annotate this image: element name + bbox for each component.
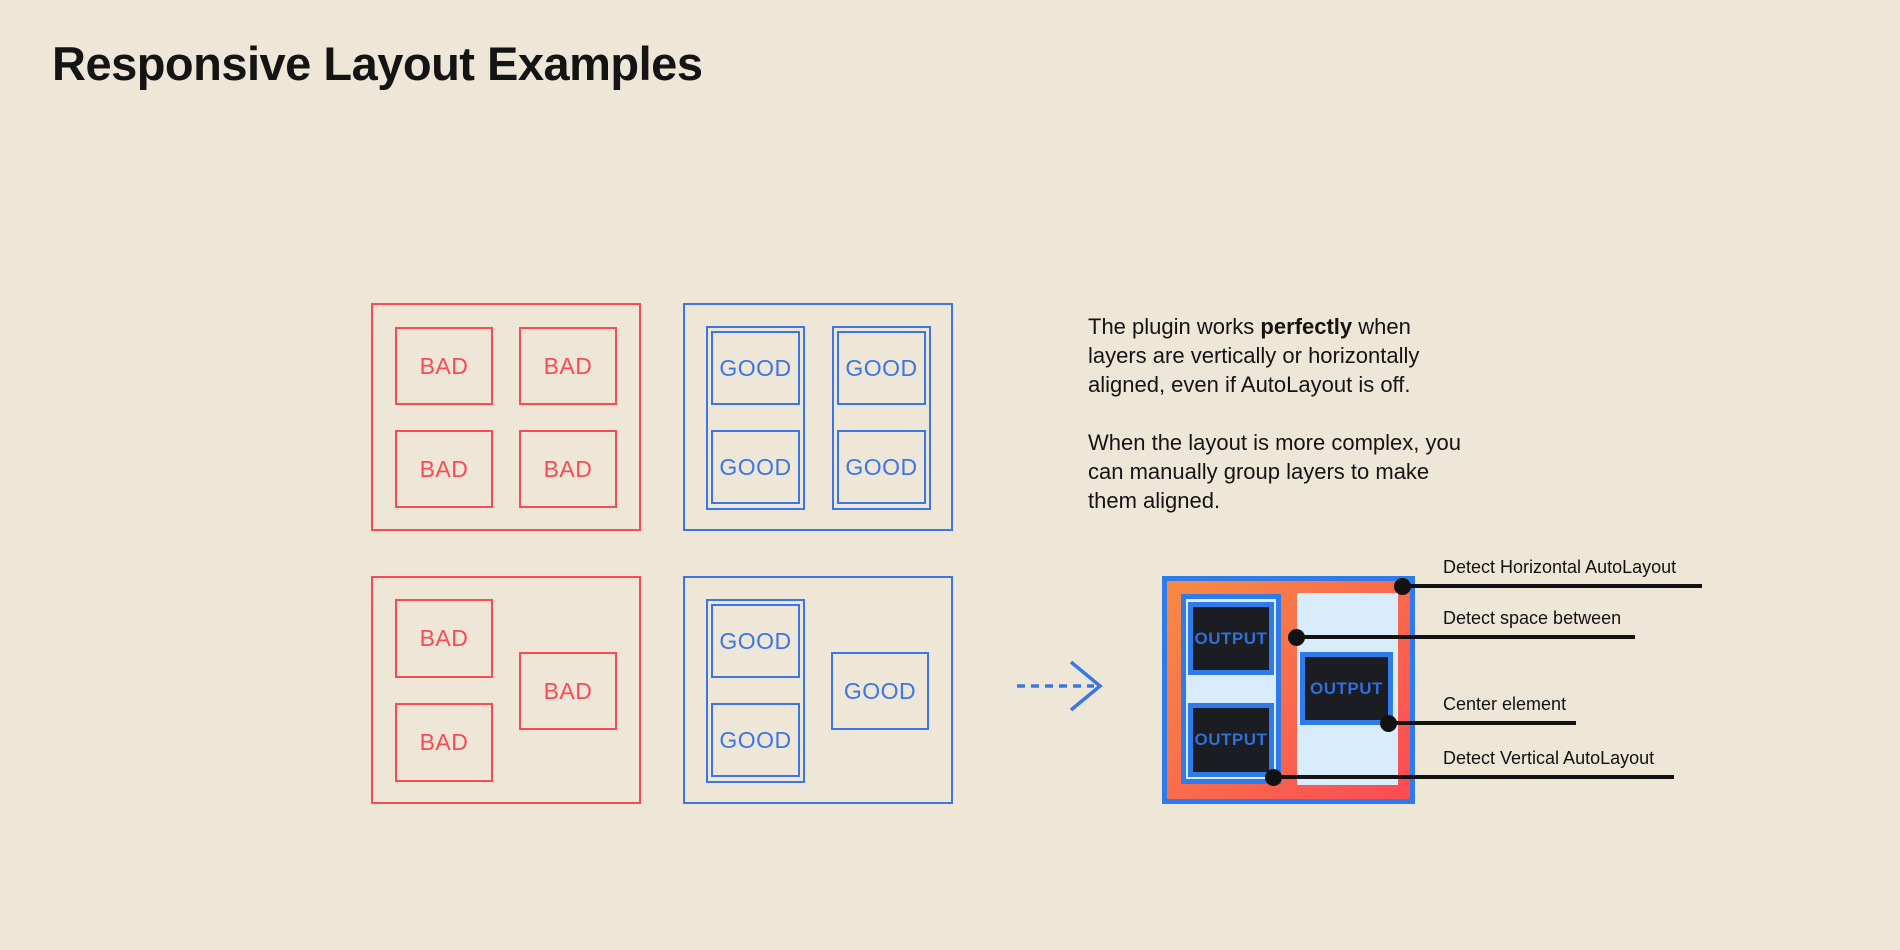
description-line: layers are vertically or horizontally <box>1088 343 1420 368</box>
description-text: The plugin works <box>1088 314 1261 339</box>
output-cell: OUTPUT <box>1300 652 1393 725</box>
good-cell: GOOD <box>711 604 800 678</box>
output-center-panel: OUTPUT <box>1297 593 1398 785</box>
description-line: them aligned. <box>1088 488 1221 513</box>
bad-cell: BAD <box>519 652 617 730</box>
bad-cell: BAD <box>395 703 493 782</box>
bad-grid-unaligned: BAD BAD BAD <box>371 576 641 804</box>
good-cell: GOOD <box>711 430 800 504</box>
good-group: GOOD GOOD <box>706 326 805 510</box>
annotation-line <box>1388 721 1576 725</box>
page-title: Responsive Layout Examples <box>52 37 703 90</box>
good-cell: GOOD <box>837 331 926 405</box>
annotation-label: Detect space between <box>1443 608 1622 628</box>
good-group: GOOD GOOD <box>832 326 931 510</box>
bad-cell: BAD <box>519 327 617 405</box>
good-cell: GOOD <box>711 331 800 405</box>
good-cell: GOOD <box>831 652 929 730</box>
description-line: The plugin works perfectly when <box>1088 312 1578 341</box>
bad-cell: BAD <box>395 327 493 405</box>
description-bold-text: perfectly <box>1260 314 1353 339</box>
description-line: aligned, even if AutoLayout is off. <box>1088 372 1411 397</box>
good-cell: GOOD <box>711 703 800 777</box>
good-grid-unaligned: GOOD GOOD GOOD <box>683 576 953 804</box>
bad-grid-aligned: BAD BAD BAD BAD <box>371 303 641 531</box>
bad-cell: BAD <box>395 430 493 508</box>
good-cell: GOOD <box>837 430 926 504</box>
arrow-right-icon <box>1017 660 1103 712</box>
annotation-label: Detect Horizontal AutoLayout <box>1443 557 1677 577</box>
description-text: when <box>1352 314 1411 339</box>
good-grid-aligned: GOOD GOOD GOOD GOOD <box>683 303 953 531</box>
output-frame: OUTPUT OUTPUT OUTPUT <box>1162 576 1415 804</box>
bad-cell: BAD <box>519 430 617 508</box>
good-group: GOOD GOOD <box>706 599 805 783</box>
bad-cell: BAD <box>395 599 493 678</box>
description-line: When the layout is more complex, you <box>1088 430 1461 455</box>
annotation-label: Detect Vertical AutoLayout <box>1443 748 1655 768</box>
annotation-line <box>1273 775 1674 779</box>
output-cell: OUTPUT <box>1188 703 1274 777</box>
plugin-description: The plugin works perfectly when layers a… <box>1088 312 1578 515</box>
description-paragraph-1: The plugin works perfectly when layers a… <box>1088 312 1578 399</box>
description-line: can manually group layers to make <box>1088 459 1430 484</box>
annotation-line <box>1296 635 1635 639</box>
output-cell: OUTPUT <box>1188 602 1274 675</box>
annotation-label: Center element <box>1443 694 1567 714</box>
output-vertical-group: OUTPUT OUTPUT <box>1181 594 1281 784</box>
annotation-line <box>1402 584 1702 588</box>
description-paragraph-2: When the layout is more complex, you can… <box>1088 428 1578 515</box>
